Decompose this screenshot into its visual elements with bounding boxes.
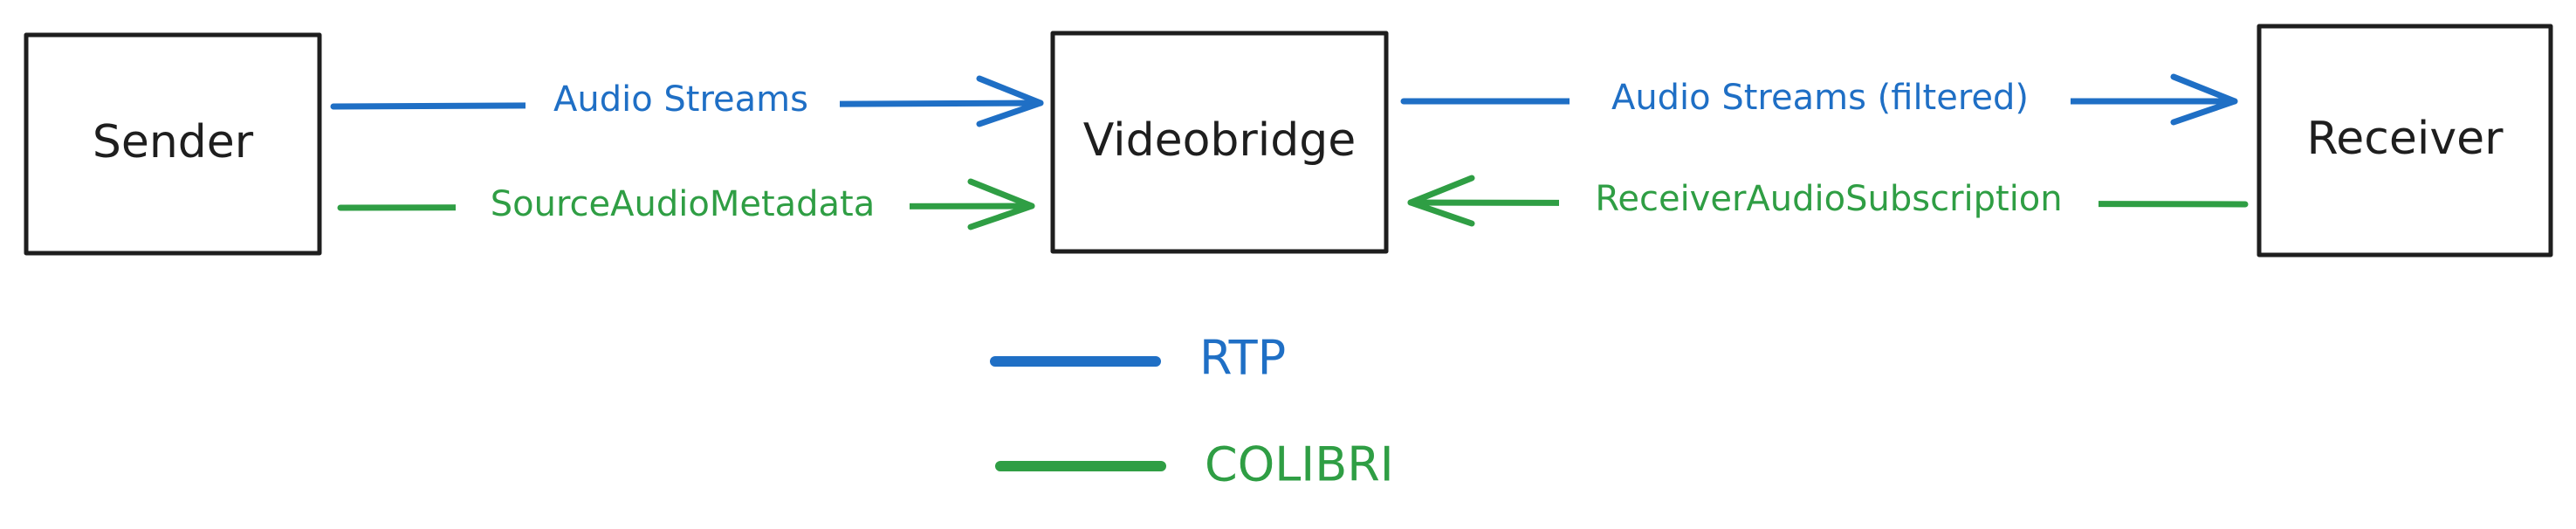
arrowhead-audio-streams-filtered [2170, 73, 2238, 126]
edge-sender-to-bridge-audio: Audio Streams [330, 75, 1044, 127]
edge-receiver-to-bridge-subscription: ReceiverAudioSubscription [1407, 175, 2249, 227]
arrowhead-source-audio-metadata [967, 178, 1035, 230]
label-bg-audio-streams-filtered [1570, 77, 2071, 122]
legend-item-rtp: RTP [990, 331, 1286, 386]
receiver-box [2257, 24, 2553, 258]
edge-label-audio-streams: Audio Streams [553, 79, 808, 120]
label-bg-source-audio-metadata [456, 183, 910, 229]
arrowhead-audio-streams [976, 75, 1044, 127]
legend-label-colibri: COLIBRI [1205, 437, 1394, 492]
sender-label: Sender [93, 116, 254, 168]
edge-bridge-to-receiver-audio: Audio Streams (filtered) [1400, 73, 2238, 126]
receiver-label: Receiver [2307, 113, 2504, 165]
arrowhead-receiver-audio-subscription [1407, 175, 1475, 227]
label-bg-receiver-audio-subscription [1559, 180, 2099, 225]
edge-label-receiver-audio-subscription: ReceiverAudioSubscription [1595, 179, 2062, 219]
label-bg-audio-streams [526, 80, 840, 124]
node-receiver: Receiver [2257, 24, 2553, 258]
sender-box [24, 32, 322, 256]
legend-item-colibri: COLIBRI [995, 437, 1394, 492]
legend-label-rtp: RTP [1199, 331, 1286, 386]
edge-sender-to-bridge-metadata: SourceAudioMetadata [337, 178, 1035, 230]
legend: RTP COLIBRI [990, 331, 1394, 492]
edge-label-audio-streams-filtered: Audio Streams (filtered) [1611, 78, 2029, 118]
node-sender: Sender [24, 32, 322, 256]
videobridge-label: Videobridge [1083, 114, 1357, 167]
videobridge-box [1050, 31, 1389, 254]
node-videobridge: Videobridge [1050, 31, 1389, 254]
edge-label-source-audio-metadata: SourceAudioMetadata [491, 184, 876, 224]
